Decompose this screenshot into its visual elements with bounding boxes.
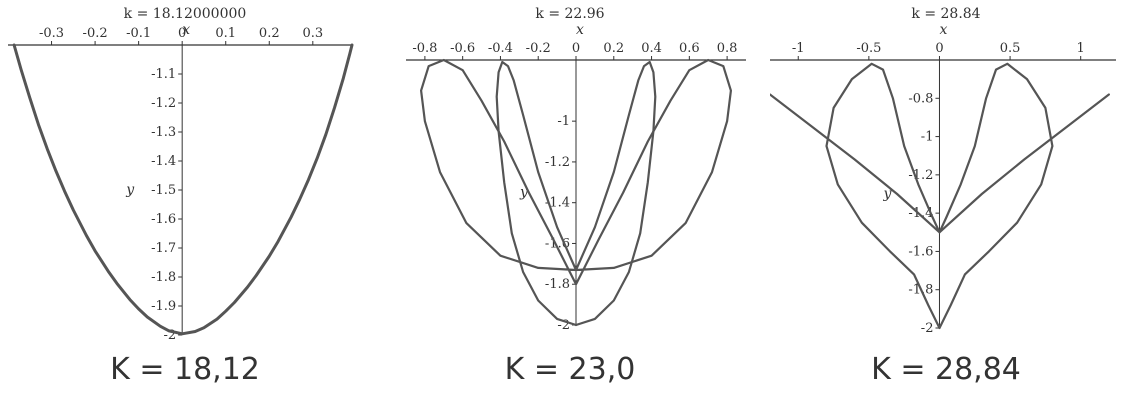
chart-3-ytick-label: -2 (921, 321, 934, 336)
chart-1-ytick-label: -1.8 (151, 270, 176, 285)
chart-3-xtick-label: 0 (935, 41, 943, 56)
chart-3-ytick-label: -0.8 (908, 91, 933, 106)
chart-3-ylabel: y (883, 186, 893, 202)
chart-1-ytick-label: -1.2 (151, 96, 176, 111)
chart-1-ylabel: y (125, 182, 135, 198)
chart-1-curve-1 (12, 43, 354, 336)
chart-1-xtick-label: -0.1 (126, 26, 151, 41)
chart-3-title: k = 28.84 (911, 6, 980, 22)
chart-2-xtick-label: 0.8 (717, 41, 738, 56)
chart-2-title: k = 22.96 (535, 6, 604, 22)
chart-1-caption: K = 18,12 (110, 352, 260, 387)
chart-3-xtick-label: 1 (1077, 41, 1085, 56)
chart-1-xlabel: x (182, 22, 190, 38)
chart-2-ytick-label: -1 (557, 114, 570, 129)
chart-1-xtick-label: 0 (178, 26, 186, 41)
chart-1-ytick-label: -1.3 (151, 125, 176, 140)
chart-3-curve-2 (770, 93, 1110, 234)
chart-2-xtick-label: -0.2 (526, 41, 551, 56)
chart-3-ytick-label: -1.6 (908, 244, 933, 259)
chart-2-xtick-label: -0.4 (488, 41, 513, 56)
chart-2-svg: k = 22.96x -0.8 -0.6 -0.4 -0.2 0 0.2 0.4 0.6 0.8 -… (406, 6, 746, 333)
chart-1-xtick-label: -0.3 (39, 26, 64, 41)
chart-2-xtick-label: -0.8 (412, 41, 437, 56)
chart-1-ytick-label: -1.7 (151, 241, 176, 256)
chart-1-ytick-label: -1.1 (151, 67, 176, 82)
chart-1-xtick-label: 0.2 (259, 26, 280, 41)
chart-1-xtick-label: 0.1 (215, 26, 236, 41)
chart-1-xtick-label: -0.2 (83, 26, 108, 41)
chart-2-xtick-label: 0.2 (603, 41, 624, 56)
chart-2-xtick-label: -0.6 (450, 41, 475, 56)
chart-2-caption: K = 23,0 (504, 352, 636, 387)
chart-3-xtick-label: -0.5 (856, 41, 881, 56)
chart-3-xtick-label: 0.5 (1000, 41, 1021, 56)
chart-3-xlabel: x (940, 22, 948, 38)
chart-3-ytick-label: -1 (921, 130, 934, 145)
chart-3-xtick-label: -1 (792, 41, 805, 56)
chart-2-ytick-label: -1.8 (545, 277, 570, 292)
chart-1-ytick-label: -1.5 (151, 183, 176, 198)
chart-2-xlabel: x (576, 22, 584, 38)
chart-1-ytick-label: -1.9 (151, 299, 176, 314)
chart-1-ytick-label: -1.4 (151, 154, 176, 169)
chart-2-ylabel: y (519, 185, 529, 201)
chart-2-curve-2 (420, 58, 732, 286)
chart-2-ytick-label: -1.2 (545, 155, 570, 170)
chart-1-xtick-label: 0.3 (302, 26, 323, 41)
chart-1-title: k = 18.12000000 (124, 6, 247, 22)
chart-2-xtick-label: 0 (572, 41, 580, 56)
chart-2-xtick-label: 0.4 (641, 41, 662, 56)
chart-3-caption: K = 28,84 (871, 352, 1021, 387)
chart-1-ytick-label: -1.6 (151, 212, 176, 227)
chart-2-xtick-label: 0.6 (679, 41, 700, 56)
